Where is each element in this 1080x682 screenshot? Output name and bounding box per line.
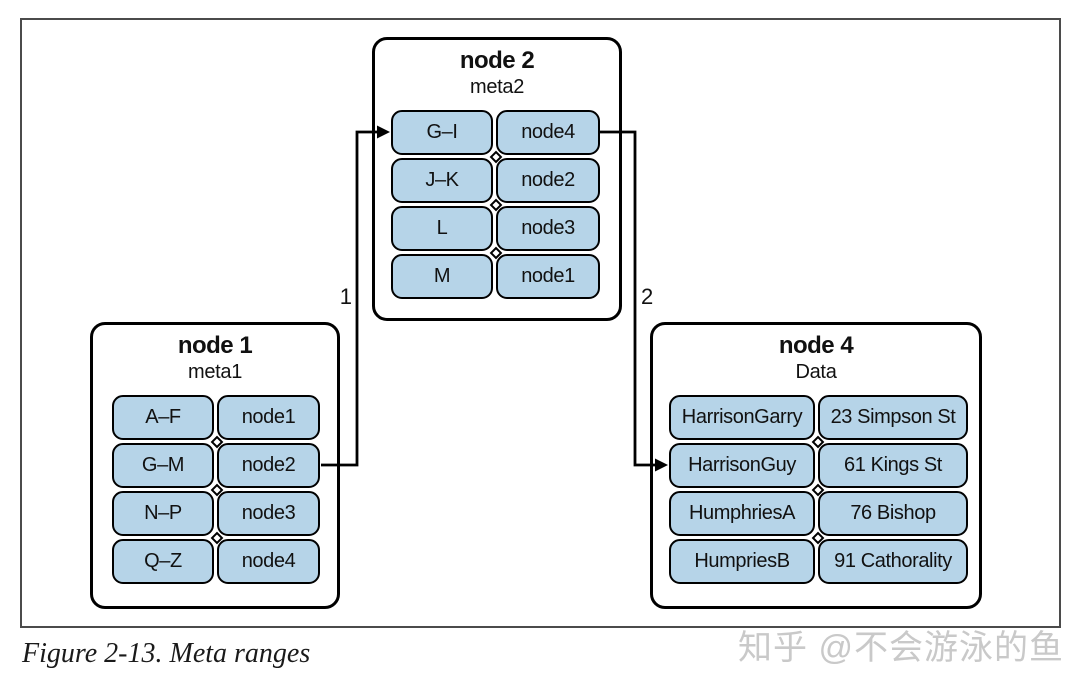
range-pill: J–K xyxy=(391,158,493,203)
figure-caption: Figure 2-13. Meta ranges xyxy=(22,638,311,669)
pointer-pill: node1 xyxy=(496,254,600,299)
range-pill: L xyxy=(391,206,493,251)
range-pill: Q–Z xyxy=(112,539,214,584)
data-value-pill: 23 Simpson St xyxy=(818,395,968,440)
pointer-pill: node4 xyxy=(496,110,600,155)
range-pill: G–M xyxy=(112,443,214,488)
data-value-pill: 91 Cathorality xyxy=(818,539,968,584)
node2-subtitle: meta2 xyxy=(469,76,525,98)
range-pill: N–P xyxy=(112,491,214,536)
node1-subtitle: meta1 xyxy=(187,361,243,383)
node-box-node2: node 2 meta2 G–I node4 J–K node2 L node3… xyxy=(372,37,622,321)
pointer-pill: node2 xyxy=(217,443,320,488)
pointer-pill: node3 xyxy=(496,206,600,251)
node2-table: G–I node4 J–K node2 L node3 M node1 xyxy=(391,110,600,299)
data-value-pill: 76 Bishop xyxy=(818,491,968,536)
data-key-pill: HarrisonGarry xyxy=(669,395,815,440)
node2-title: node 2 xyxy=(459,47,535,74)
pointer-pill: node3 xyxy=(217,491,320,536)
pointer-pill: node4 xyxy=(217,539,320,584)
node4-subtitle: Data xyxy=(795,361,837,383)
node-box-node4: node 4 Data HarrisonGarry 23 Simpson St … xyxy=(650,322,982,609)
data-value-pill: 61 Kings St xyxy=(818,443,968,488)
range-pill: M xyxy=(391,254,493,299)
node1-title: node 1 xyxy=(177,332,253,359)
data-key-pill: HarrisonGuy xyxy=(669,443,815,488)
node1-table: A–F node1 G–M node2 N–P node3 Q–Z node4 xyxy=(112,395,320,584)
node4-table: HarrisonGarry 23 Simpson St HarrisonGuy … xyxy=(669,395,968,584)
node-box-node1: node 1 meta1 A–F node1 G–M node2 N–P nod… xyxy=(90,322,340,609)
data-key-pill: HumpriesB xyxy=(669,539,815,584)
watermark-text: 知乎 @不会游泳的鱼 xyxy=(738,629,1064,667)
data-key-pill: HumphriesA xyxy=(669,491,815,536)
range-pill: G–I xyxy=(391,110,493,155)
range-pill: A–F xyxy=(112,395,214,440)
pointer-pill: node1 xyxy=(217,395,320,440)
node4-title: node 4 xyxy=(778,332,854,359)
pointer-pill: node2 xyxy=(496,158,600,203)
